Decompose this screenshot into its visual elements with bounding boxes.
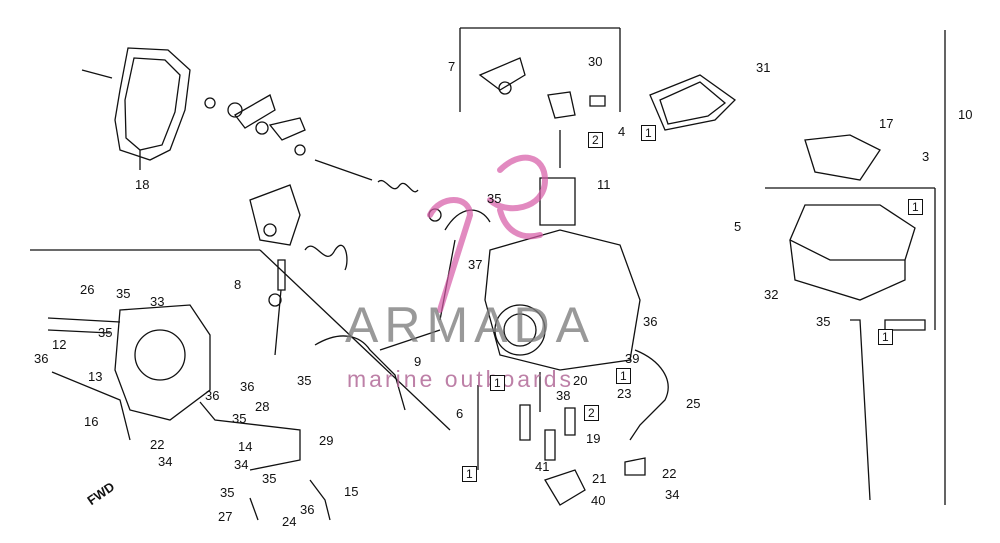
callout: 13 (88, 369, 103, 384)
callout: 40 (591, 493, 606, 508)
callout: 12 (52, 337, 67, 352)
callout: 19 (586, 431, 601, 446)
callout: 35 (297, 373, 312, 388)
callout: 7 (448, 59, 456, 74)
callout-boxed: 2 (588, 132, 603, 148)
callout-boxed: 1 (490, 375, 505, 391)
callout: 9 (414, 354, 422, 369)
callout: 31 (756, 60, 771, 75)
callout: 36 (643, 314, 658, 329)
callout: 35 (232, 411, 247, 426)
callout: 28 (255, 399, 270, 414)
callout: 24 (282, 514, 297, 529)
callout: 29 (319, 433, 334, 448)
needle-assembly-part-8 (249, 184, 348, 356)
callout-boxed: 1 (878, 329, 893, 345)
callout: 35 (116, 286, 131, 301)
callout: 35 (220, 485, 235, 500)
left-carb-assembly (30, 249, 451, 521)
callout-boxed: 1 (908, 199, 923, 215)
callout: 39 (625, 351, 640, 366)
float-chamber (765, 30, 946, 505)
callout: 3 (922, 149, 930, 164)
callout: 36 (205, 388, 220, 403)
callout: 23 (617, 386, 632, 401)
callout: 38 (556, 388, 571, 403)
callout: 4 (618, 124, 626, 139)
linkage-parts (204, 94, 442, 222)
callout: 36 (240, 379, 255, 394)
callout: 26 (80, 282, 95, 297)
callout: 35 (98, 325, 113, 340)
callout: 33 (150, 294, 165, 309)
callout: 27 (218, 509, 233, 524)
callout: 16 (84, 414, 99, 429)
callout: 36 (300, 502, 315, 517)
callout: 14 (238, 439, 253, 454)
watermark-tagline: marine outboards (347, 366, 574, 392)
lower-center-parts (477, 349, 669, 506)
callout: 17 (879, 116, 894, 131)
callout: 32 (764, 287, 779, 302)
callout: 34 (158, 454, 173, 469)
callout-boxed: 2 (584, 405, 599, 421)
callout: 36 (34, 351, 49, 366)
callout: 20 (573, 373, 588, 388)
callout: 22 (662, 466, 677, 481)
callout: 30 (588, 54, 603, 69)
callout: 22 (150, 437, 165, 452)
callout: 35 (487, 191, 502, 206)
callout: 8 (234, 277, 242, 292)
callout-boxed: 1 (616, 368, 631, 384)
callout-boxed: 1 (462, 466, 477, 482)
callout: 5 (734, 219, 742, 234)
callout: 11 (597, 177, 611, 192)
cover-part-18 (81, 47, 191, 170)
upper-parts (459, 27, 737, 131)
callout: 10 (958, 107, 973, 122)
callout-boxed: 1 (641, 125, 656, 141)
callout: 37 (468, 257, 483, 272)
callout: 34 (234, 457, 249, 472)
callout: 18 (135, 177, 150, 192)
callout: 25 (686, 396, 701, 411)
callout: 21 (592, 471, 607, 486)
watermark-logo-icon (427, 154, 549, 313)
watermark-brand: ARMADA (345, 297, 595, 353)
callout: 35 (262, 471, 277, 486)
callout: 34 (665, 487, 680, 502)
callout: 41 (535, 459, 550, 474)
callout: 15 (344, 484, 359, 499)
callout: 35 (816, 314, 831, 329)
callout: 6 (456, 406, 464, 421)
